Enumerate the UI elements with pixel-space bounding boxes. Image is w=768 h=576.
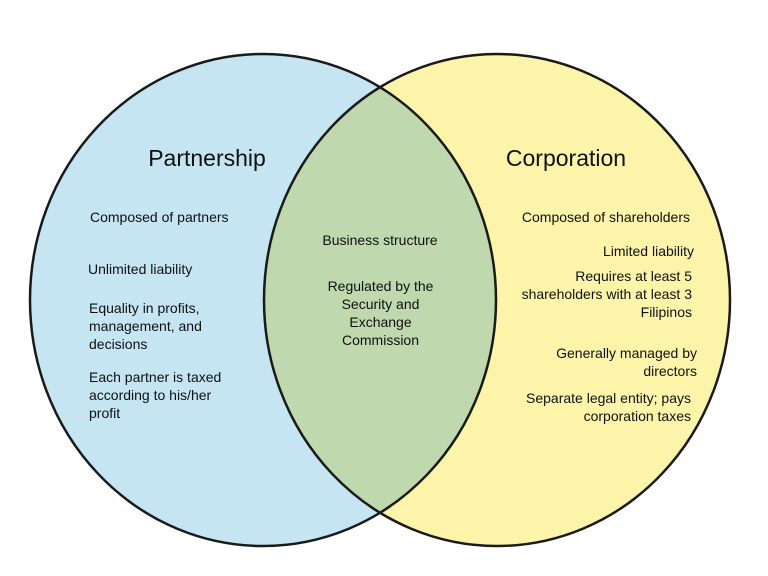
partnership-item-2: Unlimited liability: [88, 261, 193, 277]
partnership-title: Partnership: [148, 145, 266, 171]
overlap-region: [264, 54, 496, 546]
overlap-item-2: Regulated by the Security and Exchange C…: [327, 278, 434, 348]
corporation-item-5: Separate legal entity; pays corporation …: [526, 390, 691, 424]
corporation-title: Corporation: [505, 145, 627, 171]
partnership-item-1: Composed of partners: [90, 209, 229, 225]
corporation-circle-outline: [262, 52, 732, 548]
corporation-item-3: Requires at least 5 shareholders with at…: [521, 268, 692, 320]
partnership-circle-outline: [28, 52, 498, 548]
corporation-item-2: Limited liability: [602, 243, 694, 259]
partnership-item-3: Equality in profits, management, and dec…: [89, 300, 202, 352]
overlap-item-1: Business structure: [322, 232, 438, 248]
partnership-item-4: Each partner is taxed according to his/h…: [89, 369, 222, 421]
corporation-item-1: Composed of shareholders: [521, 209, 690, 225]
corporation-item-4: Generally managed by directors: [556, 345, 697, 379]
